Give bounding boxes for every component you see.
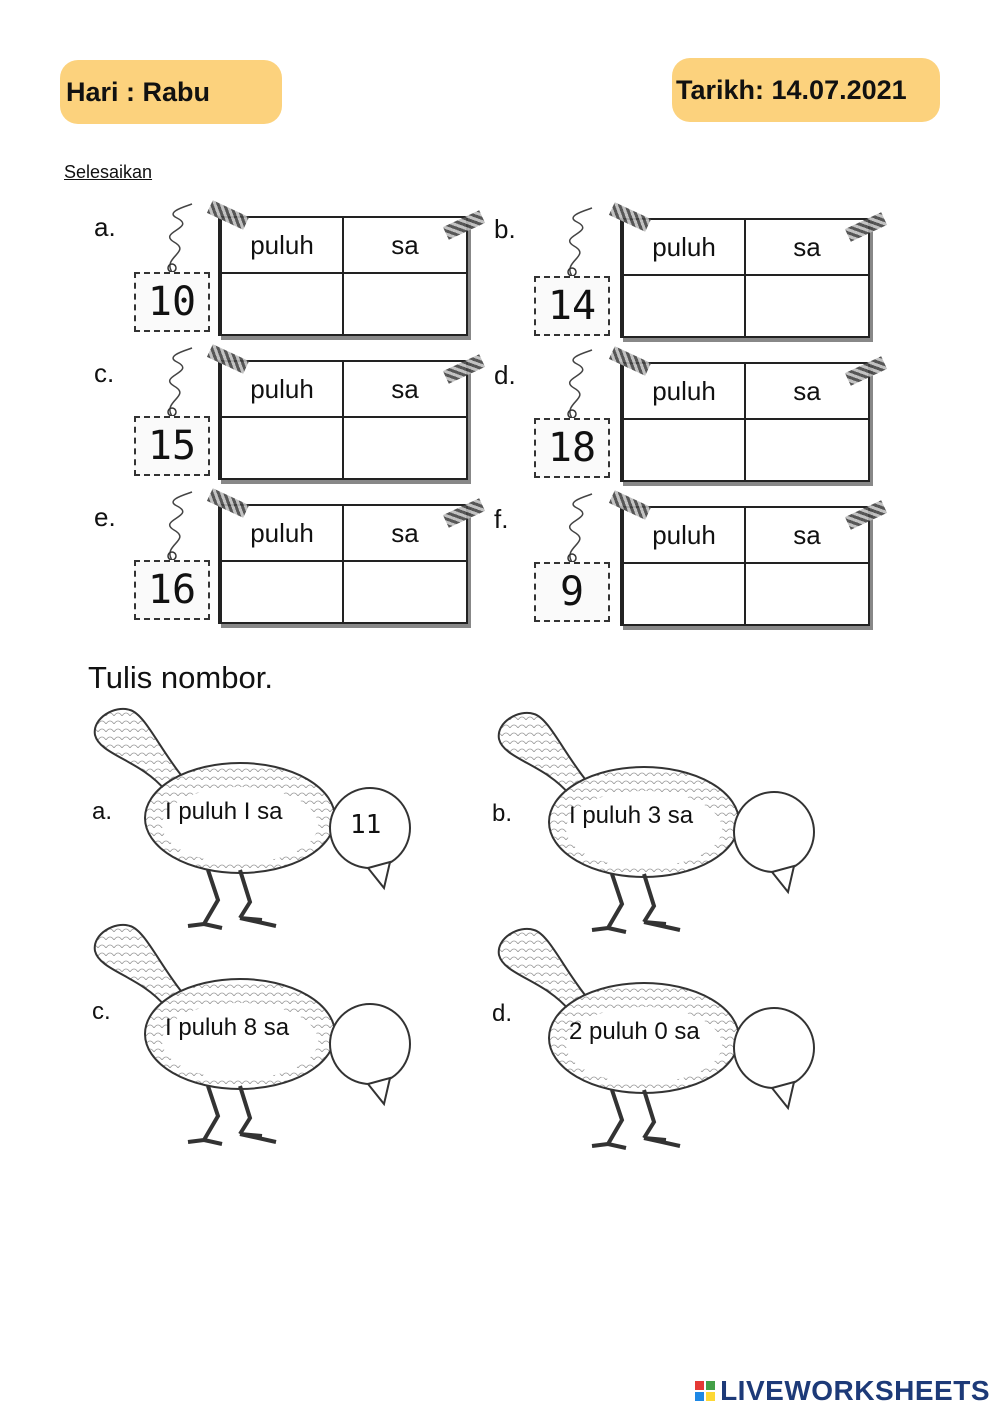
- bird-icon: [497, 927, 815, 1150]
- bird-letter: b.: [492, 800, 513, 827]
- bird-label: I puluh I sa: [165, 798, 283, 825]
- string-icon: [167, 203, 193, 273]
- puluh-header: puluh: [624, 220, 746, 276]
- sa-header: sa: [746, 220, 868, 276]
- bird-letter: a.: [92, 798, 113, 825]
- number-tag: 9: [534, 562, 610, 622]
- puluh-header: puluh: [222, 218, 344, 274]
- string-icon: [567, 349, 593, 419]
- logo-square: [706, 1381, 716, 1390]
- day-label: Hari : Rabu: [60, 60, 282, 124]
- puluh-header: puluh: [222, 362, 344, 418]
- sa-answer-cell[interactable]: [746, 420, 868, 480]
- logo-square: [695, 1381, 705, 1390]
- sa-answer-cell[interactable]: [344, 418, 466, 478]
- item-letter: e.: [94, 502, 116, 532]
- logo-square: [695, 1392, 705, 1401]
- bird-figure: 2 puluh 0 sa: [494, 920, 854, 1160]
- liveworksheets-logo-icon: [695, 1381, 716, 1401]
- puluh-answer-cell[interactable]: [222, 418, 344, 478]
- section1-instruction: Selesaikan: [64, 162, 153, 182]
- liveworksheets-brand: LIVEWORKSHEETS: [695, 1375, 990, 1407]
- bird-letter: c.: [92, 998, 111, 1025]
- item-letter: d.: [494, 360, 516, 390]
- bird-figure: I puluh I sa 11: [90, 700, 450, 940]
- string-icon: [167, 347, 193, 417]
- string-icon: [167, 491, 193, 561]
- bird-icon: [497, 711, 815, 934]
- sa-header: sa: [344, 218, 466, 274]
- bird-label: 2 puluh 0 sa: [569, 1018, 700, 1045]
- sa-answer-cell[interactable]: [746, 564, 868, 624]
- number-tag: 10: [134, 272, 210, 332]
- bird-figure: I puluh 8 sa: [90, 916, 450, 1156]
- number-tag: 16: [134, 560, 210, 620]
- sa-answer-cell[interactable]: [344, 562, 466, 622]
- sa-header: sa: [344, 362, 466, 418]
- item-letter: f.: [494, 504, 509, 534]
- bird-letter: d.: [492, 1000, 513, 1027]
- sa-answer-cell[interactable]: [746, 276, 868, 336]
- brand-text: LIVEWORKSHEETS: [720, 1375, 990, 1406]
- item-letter: b.: [494, 214, 516, 244]
- item-letter: a.: [94, 212, 116, 242]
- bird-icon: [93, 707, 411, 930]
- puluh-header: puluh: [624, 508, 746, 564]
- puluh-answer-cell[interactable]: [624, 276, 746, 336]
- section2-instruction: Tulis nombor.: [88, 660, 273, 695]
- answer-field[interactable]: 11: [350, 810, 382, 840]
- number-tag: 14: [534, 276, 610, 336]
- puluh-answer-cell[interactable]: [222, 274, 344, 334]
- bird-label: I puluh 8 sa: [165, 1014, 290, 1041]
- date-label: Tarikh: 14.07.2021: [672, 58, 940, 122]
- puluh-header: puluh: [222, 506, 344, 562]
- puluh-answer-cell[interactable]: [624, 420, 746, 480]
- item-letter: c.: [94, 358, 115, 388]
- number-tag: 15: [134, 416, 210, 476]
- bird-icon: [93, 923, 411, 1146]
- sa-answer-cell[interactable]: [344, 274, 466, 334]
- string-icon: [567, 493, 593, 563]
- puluh-answer-cell[interactable]: [624, 564, 746, 624]
- string-icon: [567, 207, 593, 277]
- number-tag: 18: [534, 418, 610, 478]
- sa-header: sa: [746, 364, 868, 420]
- sa-header: sa: [746, 508, 868, 564]
- puluh-header: puluh: [624, 364, 746, 420]
- puluh-answer-cell[interactable]: [222, 562, 344, 622]
- bird-figure: I puluh 3 sa: [494, 704, 854, 944]
- sa-header: sa: [344, 506, 466, 562]
- bird-label: I puluh 3 sa: [569, 802, 694, 829]
- logo-square: [706, 1392, 716, 1401]
